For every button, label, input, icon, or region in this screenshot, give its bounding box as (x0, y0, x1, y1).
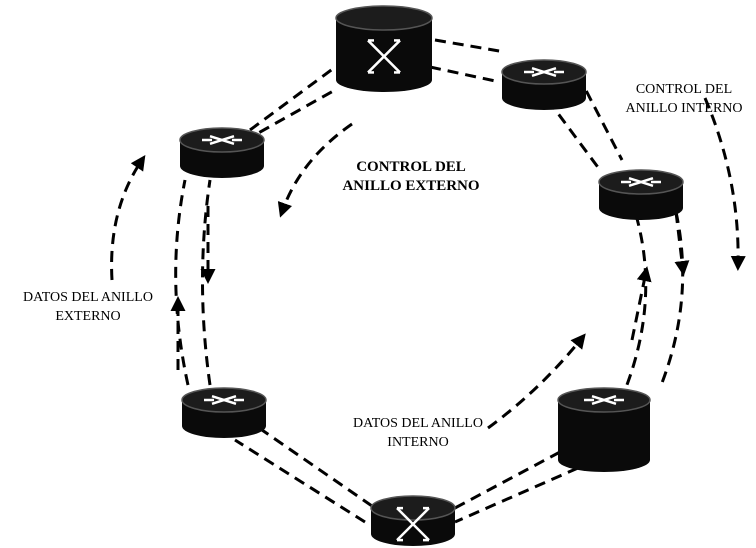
router-node (179, 127, 265, 178)
router-node (598, 169, 684, 220)
switch-icon (396, 506, 430, 542)
router-icon (584, 394, 624, 406)
link-inner (546, 99, 602, 171)
link-outer (249, 63, 339, 132)
router-icon (621, 176, 661, 188)
switch-top (370, 495, 456, 521)
router-icon (202, 134, 242, 146)
switch-node (370, 495, 456, 546)
switch-top (335, 5, 433, 31)
control-inner-arrow (703, 97, 746, 271)
link-inner (454, 450, 561, 510)
ring-nodes (179, 5, 684, 546)
link-outer (434, 38, 506, 54)
link-inner (623, 214, 648, 391)
link-inner (261, 428, 373, 508)
link-inner (429, 65, 501, 84)
label-datos-interno: DATOS DEL ANILLO INTERNO (353, 416, 483, 450)
label-datos-externo: DATOS DEL ANILLO EXTERNO (23, 290, 153, 324)
data-inner-arrow (487, 333, 586, 430)
router-node (181, 387, 267, 438)
control-outer-arrow (277, 122, 353, 218)
label-control-externo: CONTROL DEL ANILLO EXTERNO (342, 159, 480, 194)
link-outer (454, 466, 579, 524)
router-node (557, 387, 651, 472)
link-inner (201, 179, 212, 386)
link-outer (174, 179, 190, 386)
right-down-arrow (674, 211, 690, 276)
router-icon (204, 394, 244, 406)
router-node (501, 59, 587, 110)
switch-node (335, 5, 433, 92)
right-up-arrow (630, 266, 652, 341)
switch-icon (367, 39, 401, 74)
link-outer (234, 438, 366, 524)
data-outer-arrow (110, 155, 146, 281)
link-outer (576, 74, 624, 161)
router-icon (524, 66, 564, 78)
router-body (558, 400, 650, 472)
label-control-interno: CONTROL DEL ANILLO INTERNO (625, 82, 743, 116)
